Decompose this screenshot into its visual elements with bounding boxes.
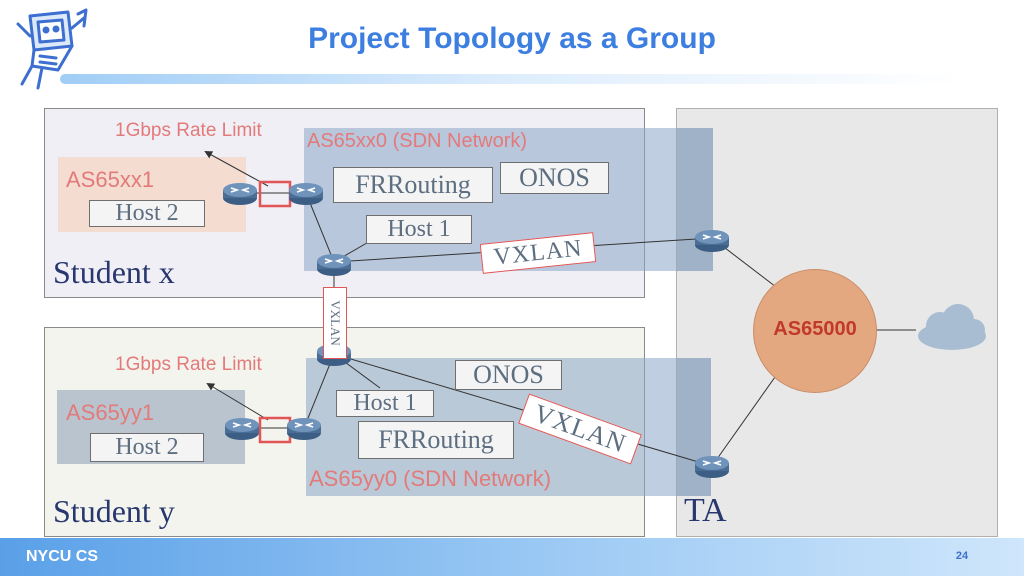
sdn-network-x-label: AS65xx0 (SDN Network) xyxy=(307,130,528,152)
router-icon xyxy=(316,253,352,277)
as65000-node: AS65000 xyxy=(754,270,876,392)
student-x-label: Student x xyxy=(53,254,175,290)
slide-title: Project Topology as a Group xyxy=(308,22,716,55)
rate-limit-x-box xyxy=(258,180,292,208)
onos-y-box: ONOS xyxy=(455,360,562,390)
frrouting-y-box: FRRouting xyxy=(358,421,514,459)
rate-limit-y-label: 1Gbps Rate Limit xyxy=(115,354,262,375)
router-icon xyxy=(286,417,322,441)
host-1-x-box: Host 1 xyxy=(366,215,472,244)
mascot-icon xyxy=(12,6,92,92)
host-2-x-box: Host 2 xyxy=(89,200,205,227)
cloud-icon xyxy=(918,304,986,350)
page-number: 24 xyxy=(955,550,969,562)
router-icon xyxy=(224,417,260,441)
link-y-edge-core xyxy=(303,353,335,429)
link-ta-bottom-core xyxy=(711,369,781,467)
onos-x-box: ONOS xyxy=(500,162,609,194)
vxlan-inter-student-label: VXLAN xyxy=(323,287,347,359)
rate-limit-x-label: 1Gbps Rate Limit xyxy=(115,120,262,141)
router-icon xyxy=(694,455,730,479)
frrouting-x-box: FRRouting xyxy=(333,167,493,203)
as65xx1-label: AS65xx1 xyxy=(66,167,155,192)
rate-limit-y-arrow xyxy=(206,382,269,421)
rate-limit-y-box xyxy=(258,416,292,444)
ta-label: TA xyxy=(684,492,727,529)
student-y-label: Student y xyxy=(53,493,175,529)
as65000-label: AS65000 xyxy=(773,318,857,340)
router-icon xyxy=(222,182,258,206)
router-icon xyxy=(288,182,324,206)
rate-limit-x-arrow xyxy=(204,151,269,187)
title-underline xyxy=(60,74,960,84)
host-2-y-box: Host 2 xyxy=(90,433,204,462)
as65yy1-label: AS65yy1 xyxy=(66,400,155,425)
host-1-y-box: Host 1 xyxy=(336,390,434,417)
footer-org: NYCU CS xyxy=(26,548,99,565)
router-icon xyxy=(694,229,730,253)
footer-bar xyxy=(0,538,1024,576)
sdn-network-y-label: AS65yy0 (SDN Network) xyxy=(309,466,552,491)
